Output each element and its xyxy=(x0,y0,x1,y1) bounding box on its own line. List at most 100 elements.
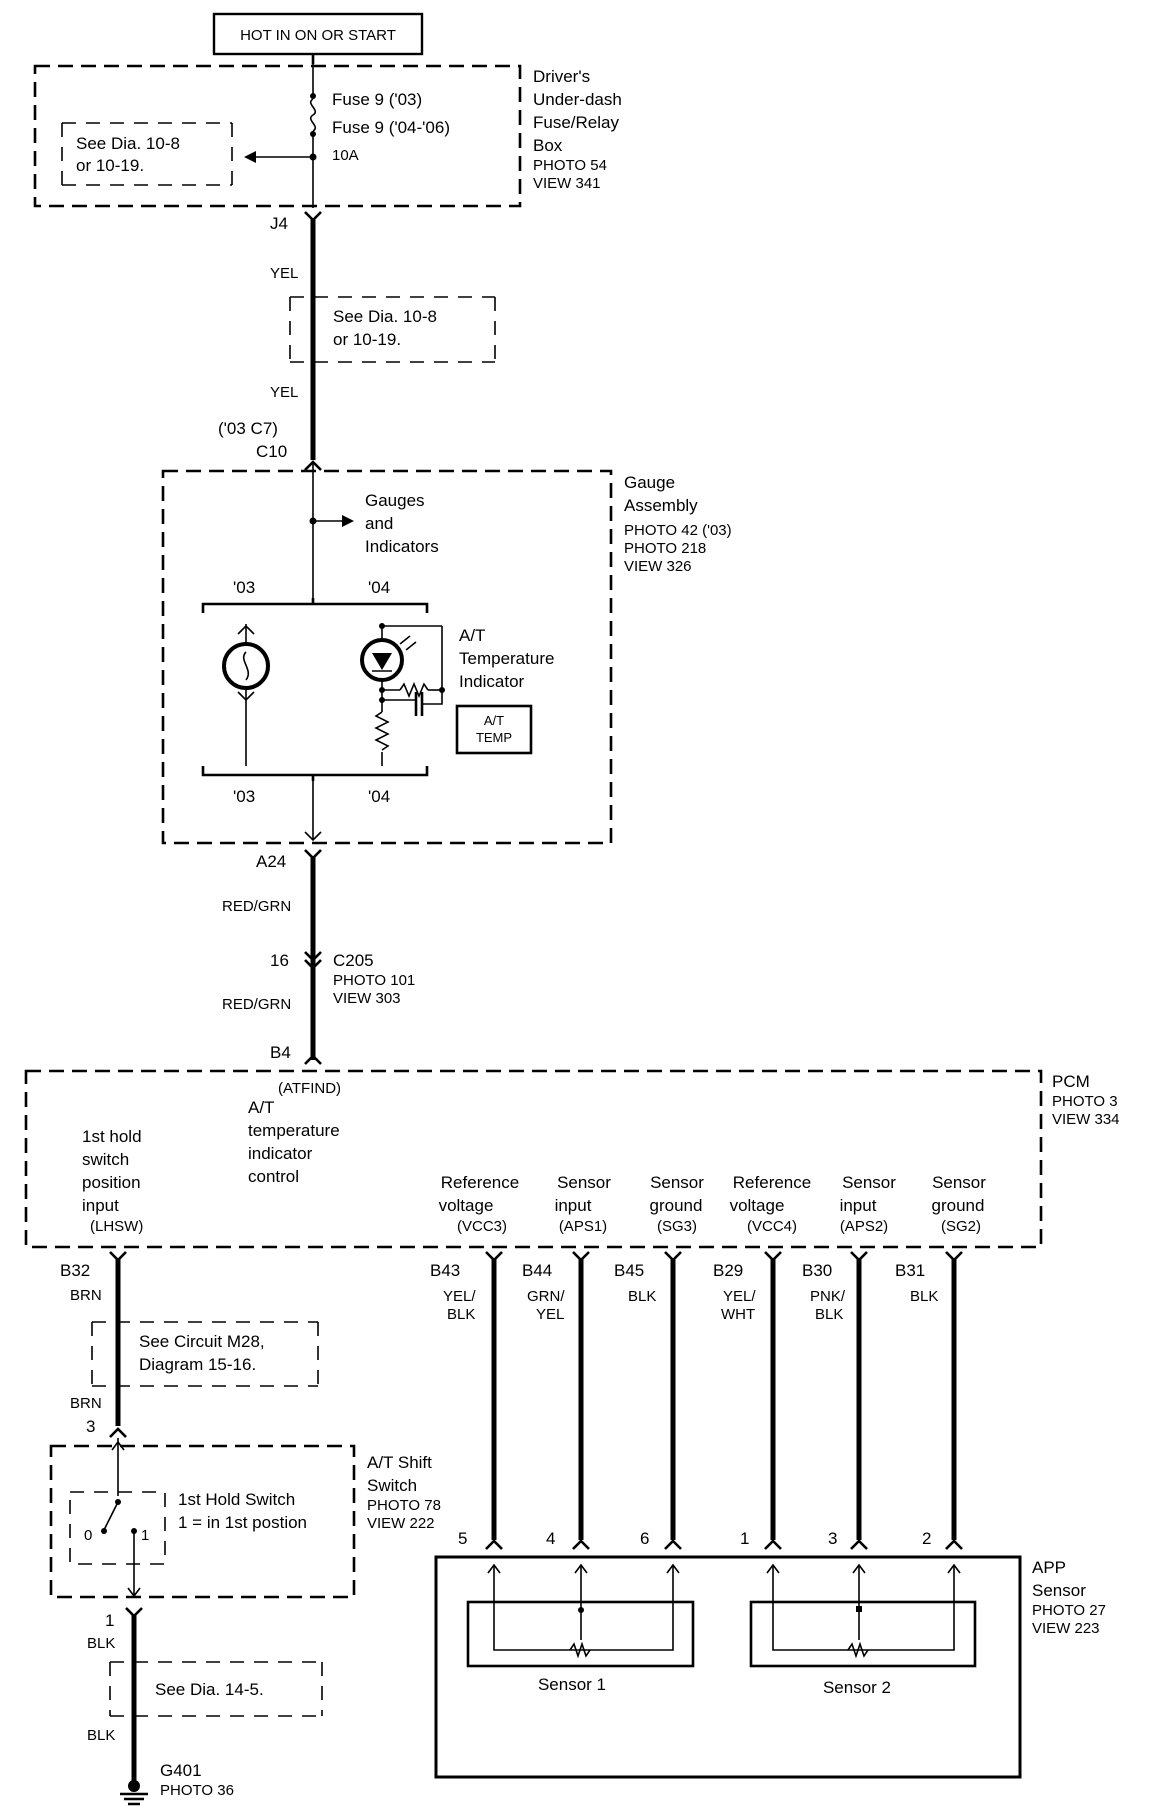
app-view: VIEW 223 xyxy=(1032,1620,1100,1637)
resistor-2-icon xyxy=(374,711,390,751)
connector-j4-label: J4 xyxy=(270,214,288,233)
year-brace-bottom xyxy=(201,766,429,781)
year-03-bottom: '03 xyxy=(233,787,255,806)
year-03-top: '03 xyxy=(233,578,255,597)
app-pin-5-icon xyxy=(485,1539,503,1550)
app-pin-6: 6 xyxy=(640,1529,649,1548)
fuse-relay-box-outline xyxy=(33,64,522,208)
sensor-1-label: Sensor 1 xyxy=(538,1675,606,1694)
term-4-code: (VCC4) xyxy=(747,1218,797,1235)
app-wire-5: B30 PNK/ BLK 3 xyxy=(802,1251,868,1550)
pcm-terminal-vcc4: Reference voltage (VCC4) xyxy=(730,1173,812,1235)
at-temp-badge xyxy=(455,704,533,755)
gauge-out-arrow xyxy=(304,831,322,842)
switch-name-1: A/T Shift xyxy=(367,1453,432,1472)
connector-b4-label: B4 xyxy=(270,1043,291,1062)
hot-label: HOT IN ON OR START xyxy=(240,27,396,44)
lhsw-label-2: switch xyxy=(82,1150,129,1169)
bulb-03-arrow-bottom xyxy=(237,691,255,702)
sensor-2-loop xyxy=(772,1565,955,1651)
app-pin-4: 4 xyxy=(546,1529,555,1548)
pin-b29-label: B29 xyxy=(713,1261,743,1280)
resistor-icon xyxy=(399,681,429,699)
app-pin-6-icon xyxy=(664,1539,682,1550)
pin-b30-label: B30 xyxy=(802,1261,832,1280)
at-temp-indicator-3: Indicator xyxy=(459,672,525,691)
atf-label-3: indicator xyxy=(248,1144,313,1163)
at-temp-badge-1: A/T xyxy=(484,713,504,728)
gauges-label-3: Indicators xyxy=(365,537,439,556)
fuse-box-photo: PHOTO 54 xyxy=(533,157,607,174)
pcm-terminal-aps1: Sensor input (APS1) xyxy=(555,1173,612,1235)
pin-b43-label: B43 xyxy=(430,1261,460,1280)
app-pin-2: 2 xyxy=(922,1529,931,1548)
pin-b31-label: B31 xyxy=(895,1261,925,1280)
app-pin-1-icon xyxy=(764,1539,782,1550)
switch-contact-1 xyxy=(131,1528,137,1534)
wire-color-yel-1: YEL xyxy=(270,265,298,282)
gauge-photo-2: PHOTO 218 xyxy=(624,540,706,557)
app-pin-3: 3 xyxy=(828,1529,837,1548)
app-wire-6: B31 BLK 2 xyxy=(895,1251,963,1550)
gauge-name-2: Assembly xyxy=(624,496,698,515)
ground-photo: PHOTO 36 xyxy=(160,1782,234,1799)
sensor-2-wiper-node xyxy=(856,1606,862,1612)
term-2-line1: Sensor xyxy=(557,1173,611,1192)
ground-icon xyxy=(120,1792,148,1806)
potentiometer-1-icon xyxy=(569,1641,591,1659)
term-6-code: (SG2) xyxy=(941,1218,981,1235)
sensor-1-wiper-arrow xyxy=(574,1563,588,1574)
fuse-box-name-3: Fuse/Relay xyxy=(533,113,619,132)
sensor-2-arrows xyxy=(766,1563,961,1574)
term-3-line2: ground xyxy=(650,1196,703,1215)
see-circuit-1: See Circuit M28, xyxy=(139,1332,265,1351)
sensor-1-arrows xyxy=(487,1563,680,1574)
atf-label-4: control xyxy=(248,1167,299,1186)
pin-b32-label: B32 xyxy=(60,1261,90,1280)
term-1-code: (VCC3) xyxy=(457,1218,507,1235)
switch-pos-0: 0 xyxy=(84,1527,92,1544)
term-2-line2: input xyxy=(555,1196,592,1215)
connector-c205-label: C205 xyxy=(333,951,374,970)
wire-color-grn-yel-2: YEL xyxy=(536,1306,564,1323)
hold-switch-label-2: 1 = in 1st postion xyxy=(178,1513,307,1532)
year-04-bottom: '04 xyxy=(368,787,390,806)
app-wire-1: B43 YEL/ BLK 5 xyxy=(430,1251,503,1550)
fuse-label-03: Fuse 9 ('03) xyxy=(332,90,422,109)
wire-color-blk-1: BLK xyxy=(87,1635,115,1652)
wire-color-yel-blk-2: BLK xyxy=(447,1306,475,1323)
hold-switch-box xyxy=(69,1491,166,1565)
see-dia-1-line1: See Dia. 10-8 xyxy=(76,134,180,153)
wire-color-yel-wht-2: WHT xyxy=(721,1306,755,1323)
sensor-1-wiper-node xyxy=(578,1607,584,1613)
pcm-terminal-vcc3: Reference voltage (VCC3) xyxy=(439,1173,520,1235)
wire-color-blk-2: BLK xyxy=(87,1727,115,1744)
switch-pin-3-icon xyxy=(109,1427,127,1438)
ground-node xyxy=(128,1780,140,1792)
ground-g401-label: G401 xyxy=(160,1761,202,1780)
see-dia-box-1 xyxy=(61,122,233,186)
cap-line-b xyxy=(422,690,443,705)
term-3-code: (SG3) xyxy=(657,1218,697,1235)
switch-pin-3: 3 xyxy=(86,1417,95,1436)
term-6-line2: ground xyxy=(932,1196,985,1215)
app-photo: PHOTO 27 xyxy=(1032,1602,1106,1619)
wire-color-yel-2: YEL xyxy=(270,384,298,401)
c205-view: VIEW 303 xyxy=(333,990,401,1007)
at-temp-indicator-1: A/T xyxy=(459,626,485,645)
term-3-line1: Sensor xyxy=(650,1173,704,1192)
term-1-line1: Reference xyxy=(441,1173,519,1192)
wire-color-brn-1: BRN xyxy=(70,1287,102,1304)
app-pin-4-icon xyxy=(572,1539,590,1550)
pcm-terminal-aps2: Sensor input (APS2) xyxy=(840,1173,897,1235)
sensor-2-box xyxy=(749,1600,977,1668)
pcm-view: VIEW 334 xyxy=(1052,1111,1120,1128)
wire-color-blk-sg2: BLK xyxy=(910,1288,938,1305)
fuse-box-name-4: Box xyxy=(533,136,563,155)
atf-label-1: A/T xyxy=(248,1098,274,1117)
app-name-1: APP xyxy=(1032,1558,1066,1577)
wire-color-blk-sg3: BLK xyxy=(628,1288,656,1305)
arrow-right-icon xyxy=(342,515,354,527)
fuse-box-view: VIEW 341 xyxy=(533,175,601,192)
gauge-name-1: Gauge xyxy=(624,473,675,492)
